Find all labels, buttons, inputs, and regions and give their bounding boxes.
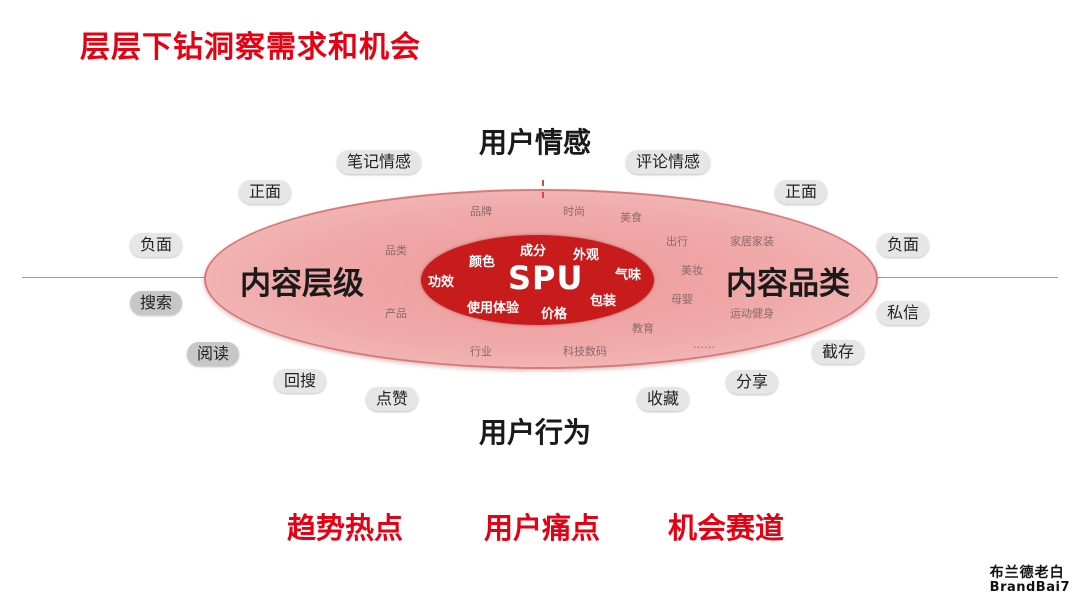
pill-screenshot: 截存 [812,340,865,364]
pill-research: 回搜 [274,369,327,393]
left-axis-label: 内容层级 [240,266,364,302]
outer-word: 行业 [470,345,492,358]
pill-positive-left: 正面 [239,180,292,204]
brand-name-cn: 布兰德老白 [989,565,1065,581]
pill-favorite: 收藏 [637,387,690,411]
inner-word: 功效 [428,275,455,290]
outer-word: 母婴 [671,293,693,306]
outer-word: 美食 [620,211,642,224]
page-title: 层层下钻洞察需求和机会 [80,30,421,65]
outer-word: 品类 [385,244,407,257]
bottom-item-opportunities: 机会赛道 [668,511,785,545]
inner-word: 成分 [520,244,547,259]
axis-line-right [872,277,1058,278]
pill-note-sentiment: 笔记情感 [337,150,422,174]
pill-negative-right: 负面 [877,233,930,257]
pill-negative-left: 负面 [130,233,183,257]
outer-word: 美妆 [681,264,703,277]
inner-word: 外观 [573,248,600,263]
outer-word: 教育 [632,322,654,335]
pill-private-message: 私信 [877,301,930,325]
outer-word: …… [693,338,715,351]
outer-word: 科技数码 [563,345,607,358]
inner-word: 气味 [615,268,642,283]
inner-word: 价格 [541,307,568,322]
right-axis-label: 内容品类 [726,266,850,302]
pill-share: 分享 [726,370,779,394]
top-axis-label: 用户情感 [479,126,592,159]
axis-line-left [22,277,208,278]
bottom-item-trends: 趋势热点 [287,511,404,545]
pill-search: 搜索 [130,291,183,315]
bottom-item-pain-points: 用户痛点 [484,511,601,545]
outer-word: 品牌 [470,205,492,218]
pill-positive-right: 正面 [775,180,828,204]
outer-word: 时尚 [563,205,585,218]
bottom-axis-label: 用户行为 [479,416,592,449]
outer-word: 运动健身 [730,307,774,320]
spu-label: SPU [508,259,584,297]
outer-word: 产品 [385,307,407,320]
outer-word: 家居家装 [730,235,774,248]
inner-word: 使用体验 [467,301,520,316]
inner-word: 颜色 [469,255,496,270]
pill-comment-sentiment: 评论情感 [626,150,711,174]
pill-like: 点赞 [366,387,419,411]
brand-logo: 布兰德老白 BrandBai7 [990,566,1070,594]
dashed-marker [542,180,544,198]
pill-read: 阅读 [187,342,240,366]
inner-word: 包装 [590,294,617,309]
inner-ellipse [421,235,654,325]
brand-name-en: BrandBai7 [989,579,1070,595]
outer-word: 出行 [666,235,688,248]
